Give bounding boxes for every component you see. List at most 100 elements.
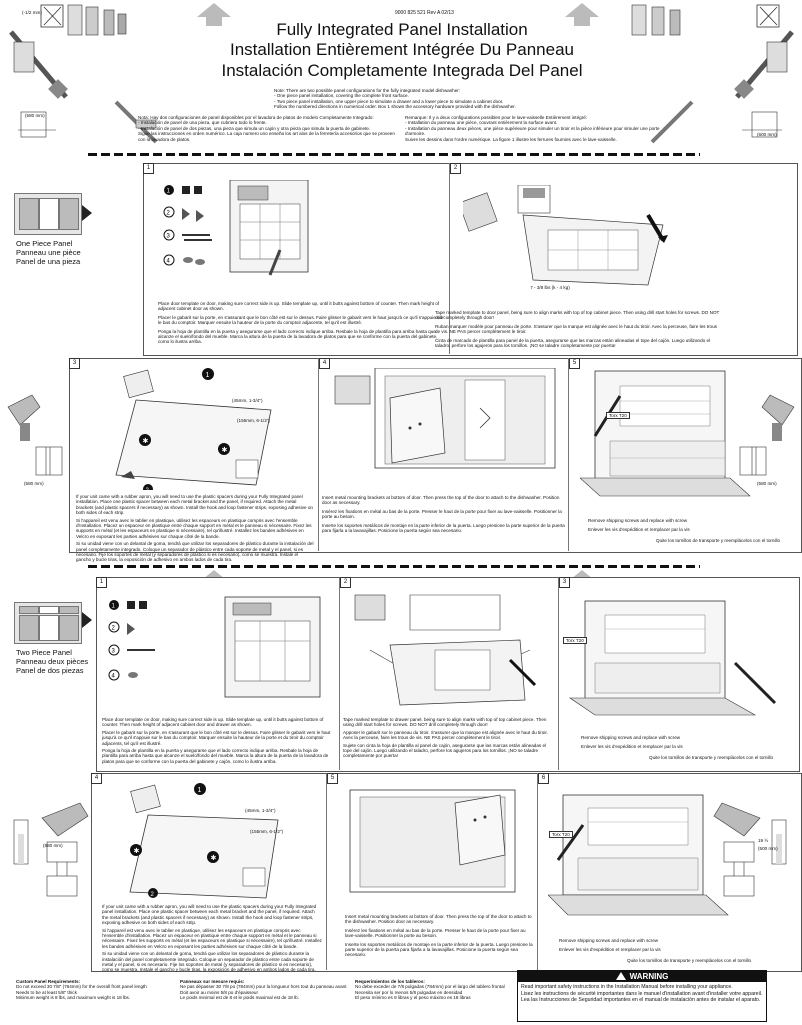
svg-text:1: 1: [206, 372, 210, 379]
step-number: 3: [69, 358, 80, 369]
right-dimension: (600 mm): [757, 132, 777, 137]
step4-instructions: Insert metal mounting brackets at bottom…: [322, 495, 565, 534]
two-step2-instructions: Tape marked template to drawer panel, be…: [343, 717, 548, 759]
svg-text:1: 1: [112, 604, 116, 610]
door-mount-illustration: [334, 368, 556, 469]
panel-divider: [318, 358, 319, 551]
two-bracket-dimension-b: (155mm, 6-1/2"): [250, 829, 284, 834]
hardware-kit-illustration: 1 2 3 4: [163, 180, 309, 276]
top-left-dimension: (-1/2 mm): [22, 10, 42, 15]
section-divider: [88, 153, 700, 156]
corner-install-illustration-right: [631, 4, 794, 144]
side-drill-illustration-left: [7, 394, 63, 476]
svg-text:✱: ✱: [211, 854, 217, 862]
two-step6-instructions: Remove shipping screws and replace with …: [559, 938, 752, 963]
two-piece-door-mount-illustration: [349, 789, 516, 893]
one-piece-panel-thumbnail: [14, 193, 82, 235]
panel-divider: [339, 577, 340, 770]
bracket-dimension-b: (155mm, 6-1/2"): [237, 418, 271, 423]
note-english: Note: There are two possible panel confi…: [274, 88, 516, 110]
step5-instructions: Remove shipping screws and replace with …: [588, 518, 781, 543]
note-french: Remarque: Il y a deux configurations pos…: [405, 115, 660, 142]
requirements-english: Custom Panel Requirements: Do not exceed…: [16, 979, 147, 1001]
two-piece-bracket-illustration: 1 ✱ ✱ 2: [129, 783, 279, 899]
torx-label: Torx T20: [563, 637, 587, 645]
step-number: 2: [340, 577, 351, 588]
template-drill-illustration: [463, 185, 668, 286]
two-step5-instructions: Insert metal mounting brackets at bottom…: [345, 914, 533, 958]
panel-divider: [449, 163, 450, 354]
two-bracket-dimension-a: (45mm, 1-3/4"): [245, 808, 276, 813]
svg-text:1: 1: [198, 787, 202, 794]
requirements-spanish: Requerimientos de los tableros: No debe …: [355, 979, 505, 1001]
svg-text:4: 4: [167, 259, 171, 265]
warning-triangle-icon: [615, 972, 626, 980]
section2-right-dimension-a: 19 ½: [758, 838, 769, 843]
svg-text:3: 3: [167, 234, 171, 240]
section1-left-dimension: (580 mm): [24, 481, 44, 486]
pointer-arrow-icon: [82, 205, 92, 221]
document-id: 9000 825 521 Rev A 02/13: [395, 10, 454, 16]
section2-right-dimension-b: (500 mm): [758, 846, 778, 851]
warning-text: Read important safety instructions in th…: [521, 984, 763, 1003]
two-piece-shipping-screw-illustration: [569, 600, 777, 716]
svg-text:1: 1: [167, 189, 171, 195]
step3-instructions: If your unit came with a rubber apron, y…: [76, 494, 314, 563]
step-number: 5: [327, 773, 338, 784]
step2-instructions: Tape marked template to door panel, bein…: [435, 310, 720, 349]
title-english: Fully Integrated Panel Installation: [276, 20, 528, 39]
title-spanish: Instalación Completamente Integrada Del …: [221, 61, 583, 80]
svg-text:2: 2: [112, 626, 116, 632]
step-number: 4: [91, 773, 102, 784]
svg-text:✱: ✱: [222, 446, 228, 454]
svg-text:2: 2: [151, 892, 155, 898]
svg-text:3: 3: [112, 649, 116, 655]
requirements-french: Panneaux sur mesure requis: Ne pas dépas…: [180, 979, 347, 1001]
section2-side-drill-right: [713, 802, 787, 897]
panel-divider: [537, 773, 538, 970]
two-piece-panel-thumbnail: [14, 602, 82, 644]
svg-text:✱: ✱: [134, 847, 140, 855]
note-spanish: Nota: Hay dos configuraciones de panel d…: [138, 115, 395, 142]
svg-text:2: 2: [146, 488, 150, 490]
dishwasher-interior-illustration: [580, 370, 751, 497]
bracket-dimension-a: (45mm, 1-3/4"): [232, 398, 263, 403]
weight-dimension: 7 - 3/8 lbs (k - 4 kg): [530, 285, 570, 290]
warning-box: WARNING Read important safety instructio…: [517, 970, 767, 1022]
bracket-install-illustration: 1 ✱ ✱ 2: [115, 368, 272, 490]
section2-side-drill-left: [13, 802, 89, 897]
panel-divider: [326, 773, 327, 970]
section-divider: [88, 565, 700, 568]
torx-label: Torx T20: [606, 412, 630, 420]
svg-text:2: 2: [167, 211, 171, 217]
two-piece-interior-illustration: [548, 794, 729, 916]
torx-label: Torx T20: [549, 831, 573, 839]
two-piece-template-illustration: [354, 594, 537, 706]
two-step4-instructions: If your unit came with a rubber apron, y…: [102, 904, 322, 973]
pointer-arrow-icon: [82, 612, 92, 628]
svg-text:✱: ✱: [143, 437, 149, 445]
up-arrow-icon-left: [197, 3, 231, 26]
left-dimension: (580 mm): [25, 113, 45, 118]
two-piece-hardware-illustration: 1 2 3 4: [108, 596, 321, 698]
step-number: 2: [450, 163, 461, 174]
section2-left-dimension: (580 mm): [43, 843, 63, 848]
title-french: Installation Entièrement Intégrée Du Pan…: [229, 40, 574, 59]
step-number: 3: [559, 577, 570, 588]
panel-divider: [568, 358, 569, 551]
step-number: 4: [319, 358, 330, 369]
step-number: 5: [569, 358, 580, 369]
panel-divider: [558, 577, 559, 770]
step-number: 1: [143, 163, 154, 174]
section1-right-dimension: (580 mm): [757, 481, 777, 486]
step-number: 1: [96, 577, 107, 588]
step-number: 6: [538, 773, 549, 784]
svg-text:4: 4: [112, 674, 116, 680]
warning-header: WARNING: [518, 971, 766, 982]
step1-instructions: Place door template on door, making sure…: [158, 301, 444, 345]
side-drill-illustration-right: [739, 394, 795, 476]
up-arrow-icon-right: [565, 3, 599, 26]
two-step3-instructions: Remove shipping screws and replace with …: [581, 735, 774, 760]
